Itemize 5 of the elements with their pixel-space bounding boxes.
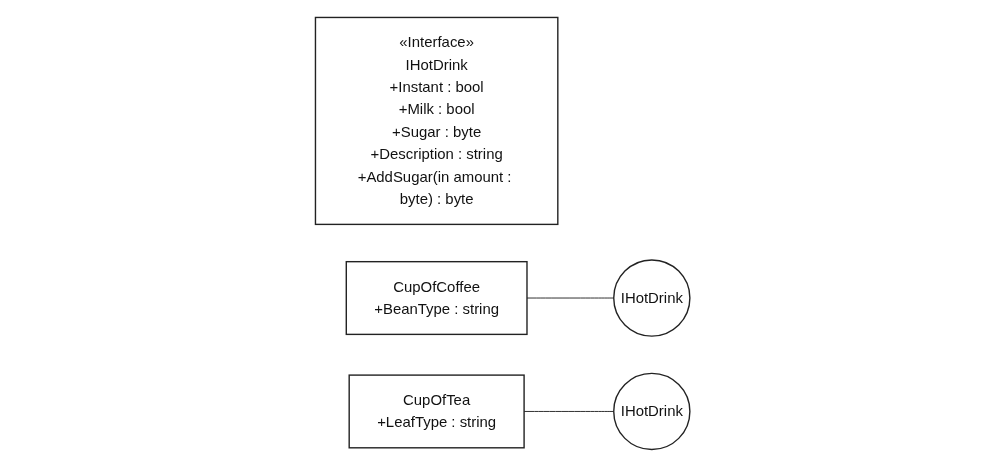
node-circle: IHotDrink: [612, 372, 691, 451]
node-box: «Interface» IHotDrink +Instant : bool +Milk : bool +Sugar : byte +Description : string +AddSugar(in amount : byte) : byte: [314, 16, 559, 226]
node-box: CupOfTea +LeafType : string: [348, 374, 525, 449]
node-box: CupOfCoffee +BeanType : string: [345, 260, 528, 336]
node-circle: IHotDrink: [612, 259, 691, 337]
